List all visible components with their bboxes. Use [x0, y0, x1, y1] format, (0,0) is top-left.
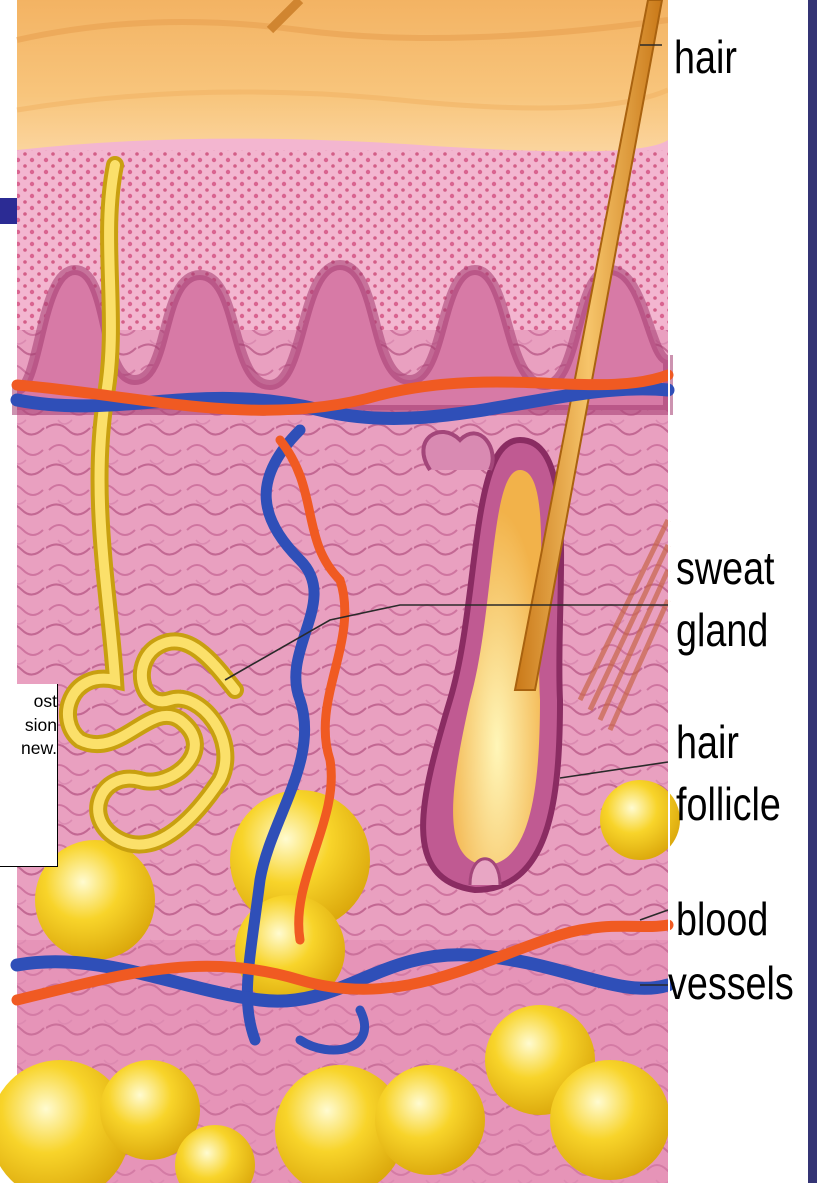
- label-blood-vessels-line1: blood: [676, 888, 768, 950]
- note-line-1: ost: [0, 690, 57, 714]
- slide-tab-marker: [0, 198, 17, 224]
- label-hair: hair: [674, 26, 737, 88]
- note-line-3: new.: [0, 737, 57, 761]
- notes-callout-text: ost sion new.: [0, 690, 57, 761]
- label-hair-follicle-line1: hair: [676, 711, 739, 773]
- note-line-2: sion: [0, 714, 57, 738]
- label-blood-vessels-line2: vessels: [668, 952, 794, 1014]
- label-sweat-gland-line1: sweat: [676, 537, 775, 599]
- label-sweat-gland-line2: gland: [676, 599, 768, 661]
- label-hair-follicle-line2: follicle: [676, 773, 781, 835]
- slide-border-bar: [808, 0, 817, 1183]
- notes-callout-box: ost sion new.: [0, 684, 58, 867]
